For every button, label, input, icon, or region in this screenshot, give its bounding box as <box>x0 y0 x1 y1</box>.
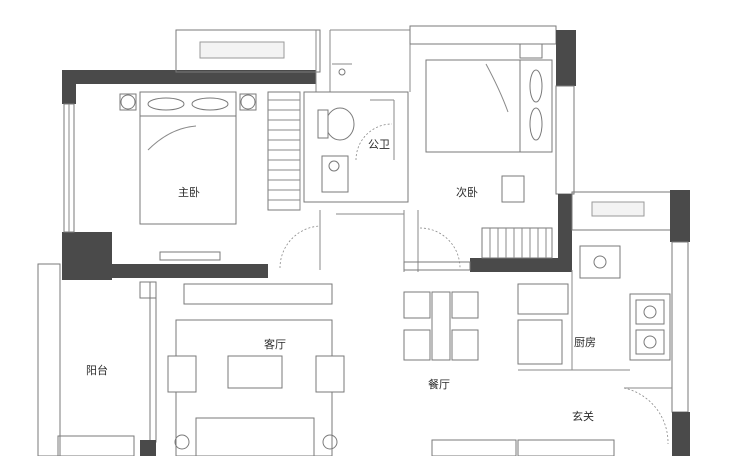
fridge <box>517 283 569 315</box>
bathroom-enclosure <box>303 91 409 203</box>
wall-kitchen-right <box>671 241 689 413</box>
living-balcony-glazing <box>149 281 157 443</box>
room-labels: 主卧 公卫 次卧 客厅 阳台 餐厅 厨房 玄关 <box>86 138 596 423</box>
coffee-table <box>227 355 283 389</box>
door-entrance-arc <box>623 387 669 445</box>
nightstand-lamp-right <box>240 94 256 110</box>
wall-second-right-lower <box>558 194 572 272</box>
tv-console-master <box>159 251 221 261</box>
master-bedroom-furniture <box>119 91 301 261</box>
vanity <box>321 155 349 193</box>
doors <box>279 210 672 445</box>
dining-furniture <box>403 291 479 361</box>
tv-console-living <box>183 283 333 305</box>
nightstand-lamp-left <box>120 94 136 110</box>
pillow-second-top <box>529 69 543 103</box>
wall-second-bottom <box>470 258 558 272</box>
burner-top <box>635 299 665 325</box>
toilet-bowl <box>325 107 355 141</box>
pillow-second-bottom <box>529 107 543 141</box>
dining-chair-1 <box>403 291 431 319</box>
wall-second-right-upper <box>556 30 576 86</box>
second-bedroom-furniture <box>425 43 553 259</box>
label-bathroom: 公卫 <box>368 138 390 151</box>
washer <box>517 319 563 365</box>
nightstand-second-top <box>519 43 543 59</box>
bathroom-fixtures <box>303 63 409 203</box>
label-entrance: 玄关 <box>572 409 594 423</box>
kitchen-sink-unit <box>579 245 621 279</box>
label-balcony: 阳台 <box>86 363 108 377</box>
dining-chair-3 <box>451 291 479 319</box>
stove-counter <box>629 293 671 361</box>
wall-second-right <box>555 85 575 195</box>
nightstand-left <box>119 93 137 111</box>
pillow-master-right <box>191 97 229 111</box>
sink-drain-icon <box>593 255 607 269</box>
label-dining-room: 餐厅 <box>428 377 450 391</box>
balcony-storage <box>57 435 135 456</box>
wall-master-bottom <box>98 264 268 278</box>
sofa <box>195 417 315 456</box>
sink-basin <box>328 160 340 172</box>
toilet-tank <box>317 109 329 139</box>
living-furniture <box>57 283 615 456</box>
door-threshold-second <box>403 261 471 271</box>
window-second-top <box>409 25 557 45</box>
pillow-master-left <box>147 97 185 111</box>
label-living-room: 客厅 <box>264 337 286 351</box>
dining-chair-2 <box>403 329 431 361</box>
column-top <box>139 281 157 299</box>
balcony-rail <box>37 263 61 456</box>
dining-chair-4 <box>451 329 479 361</box>
wall-master-top <box>62 70 316 84</box>
door-master-arc <box>279 225 321 269</box>
dining-table <box>431 291 451 361</box>
side-lamp-left <box>174 434 190 450</box>
entry-cabinet-1 <box>431 439 517 456</box>
label-master-bedroom: 主卧 <box>178 186 200 199</box>
bed-second-fold <box>485 63 509 113</box>
label-kitchen: 厨房 <box>574 336 596 349</box>
burner-bottom <box>635 329 665 355</box>
kitchen-fixtures <box>517 245 671 371</box>
walls <box>37 25 690 456</box>
burner-top-icon <box>643 305 657 319</box>
armchair-left <box>167 355 197 393</box>
bed-second-headboard <box>519 59 553 153</box>
desk-chair-second <box>501 175 525 203</box>
burner-bottom-icon <box>643 335 657 349</box>
shower-head-icon <box>338 68 346 76</box>
wall-column-bottom <box>140 440 156 456</box>
side-lamp-right <box>322 434 338 450</box>
shower-door-arc <box>355 123 393 161</box>
armchair-right <box>315 355 345 393</box>
wardrobe-second <box>481 227 553 259</box>
wall-kitchen-right-upper <box>670 190 690 242</box>
wall-master-left-upper <box>62 70 76 104</box>
entry-cabinet-2 <box>517 439 615 456</box>
nightstand-right <box>239 93 257 111</box>
wall-kitchen-right-lower <box>672 412 690 456</box>
bed-fold-line <box>147 125 197 151</box>
window-top-sill <box>199 41 285 59</box>
window-bay-top <box>175 29 321 73</box>
window-kitchen-sill <box>591 201 645 217</box>
label-second-bedroom: 次卧 <box>456 185 478 199</box>
bed-master-headboard <box>139 91 237 117</box>
